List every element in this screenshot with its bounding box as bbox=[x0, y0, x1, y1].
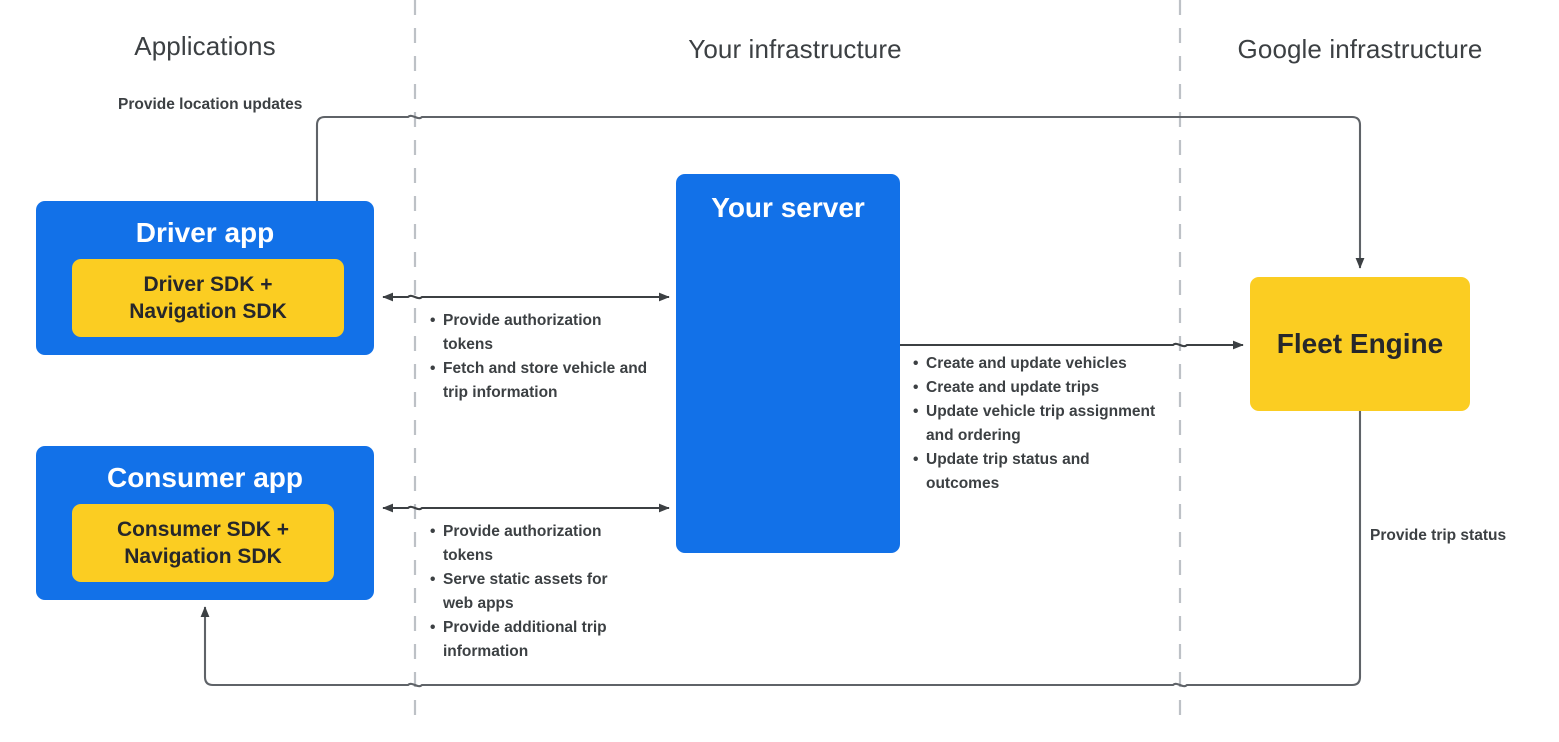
zone-title-applications: Applications bbox=[134, 31, 276, 61]
edge-consumer-server bbox=[382, 503, 670, 513]
consumer-sdk-line2: Navigation SDK bbox=[124, 545, 282, 568]
your-server-title: Your server bbox=[711, 192, 865, 223]
list-item: Fetch and store vehicle and trip informa… bbox=[430, 357, 655, 405]
list-item: Serve static assets for web apps bbox=[430, 568, 630, 616]
bullets-consumer-to-server: Provide authorization tokens Serve stati… bbox=[430, 520, 630, 664]
list-item: Provide authorization tokens bbox=[430, 520, 630, 568]
edge-label-trip-status: Provide trip status bbox=[1370, 527, 1507, 544]
driver-sdk-label: Driver SDK + Navigation SDK bbox=[129, 271, 287, 326]
node-driver-app[interactable]: Driver app Driver SDK + Navigation SDK bbox=[36, 201, 374, 355]
consumer-app-title: Consumer app bbox=[106, 462, 304, 493]
driver-sdk-line2: Navigation SDK bbox=[129, 300, 287, 323]
list-item: Provide additional trip information bbox=[430, 616, 630, 664]
list-item: Create and update trips bbox=[913, 376, 1163, 400]
list-item: Update trip status and outcomes bbox=[913, 448, 1163, 496]
edge-driver-server bbox=[382, 292, 670, 302]
zone-title-your-infrastructure: Your infrastructure bbox=[688, 34, 902, 64]
list-item: Create and update vehicles bbox=[913, 352, 1163, 376]
bullet-list: Create and update vehicles Create and up… bbox=[913, 352, 1163, 496]
edge-server-fleetengine bbox=[900, 340, 1244, 350]
bullets-server-to-fleet-engine: Create and update vehicles Create and up… bbox=[913, 352, 1163, 496]
bullets-driver-to-server: Provide authorization tokens Fetch and s… bbox=[430, 309, 655, 405]
consumer-sdk-line1: Consumer SDK + bbox=[116, 517, 290, 541]
list-item: Provide authorization tokens bbox=[430, 309, 655, 357]
edge-label-location-updates: Provide location updates bbox=[118, 96, 303, 113]
driver-sdk-line1: Driver SDK + bbox=[143, 272, 273, 296]
node-consumer-app[interactable]: Consumer app Consumer SDK + Navigation S… bbox=[36, 446, 374, 600]
list-item: Update vehicle trip assignment and order… bbox=[913, 400, 1163, 448]
bullet-list: Provide authorization tokens Fetch and s… bbox=[430, 309, 655, 405]
driver-app-title: Driver app bbox=[135, 217, 275, 248]
driver-sdk-box[interactable]: Driver SDK + Navigation SDK bbox=[72, 259, 344, 337]
fleet-engine-title: Fleet Engine bbox=[1276, 328, 1444, 359]
consumer-sdk-label: Consumer SDK + Navigation SDK bbox=[117, 516, 289, 571]
zone-title-google-infrastructure: Google infrastructure bbox=[1237, 34, 1483, 64]
node-fleet-engine[interactable]: Fleet Engine bbox=[1250, 277, 1470, 411]
bullet-list: Provide authorization tokens Serve stati… bbox=[430, 520, 630, 664]
consumer-sdk-box[interactable]: Consumer SDK + Navigation SDK bbox=[72, 504, 334, 582]
node-your-server[interactable]: Your server bbox=[676, 174, 900, 553]
